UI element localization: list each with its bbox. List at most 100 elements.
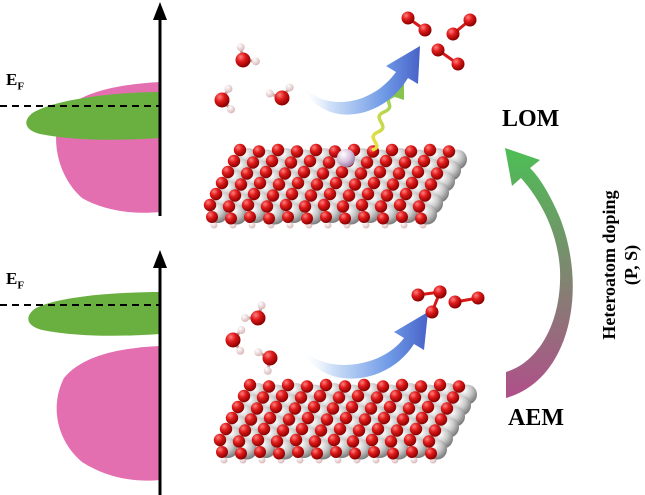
oxygen-atom — [244, 211, 256, 223]
oxygen-atom — [209, 187, 223, 201]
oxygen-atom — [422, 435, 436, 448]
oxygen-atom — [272, 178, 286, 191]
oxygen-atom — [251, 433, 265, 447]
hydrogen-atom — [410, 456, 418, 464]
oxygen-atom — [219, 422, 233, 436]
oxygen-atom — [314, 424, 328, 437]
hydrogen-atom — [324, 221, 332, 229]
oxygen-atom — [278, 167, 292, 180]
oxygen-atom — [233, 143, 247, 157]
oxygen-atom — [273, 447, 285, 460]
oxygen-atom — [309, 143, 323, 157]
oxygen-atom — [346, 435, 360, 448]
oxygen-atom — [326, 402, 340, 415]
oxygen-atom — [301, 411, 315, 425]
oxygen-atom — [374, 200, 388, 213]
oxygen-atom — [330, 446, 342, 458]
oxygen-atom — [421, 400, 435, 414]
oxygen-atom — [371, 422, 385, 436]
oxygen-atom — [320, 211, 332, 223]
oxygen-atom — [244, 413, 258, 426]
oxygen-atom — [418, 23, 432, 37]
oxygen-atom — [266, 189, 280, 202]
hydrogen-atom — [224, 84, 233, 93]
oxygen-atom — [339, 212, 351, 225]
aem-label: AEM — [508, 405, 564, 431]
oxygen-atom — [307, 400, 321, 414]
oxygen-atom — [262, 350, 278, 366]
oxygen-atom — [345, 400, 359, 414]
water-molecule — [254, 348, 278, 375]
water-molecule — [241, 301, 266, 326]
fermi-level-label-top: EF — [6, 70, 24, 92]
oxygen-atom — [402, 402, 416, 415]
oxygen-atom — [385, 143, 399, 157]
oxygen-atom — [238, 424, 252, 437]
oxygen-atom — [275, 389, 289, 403]
water-molecule — [235, 43, 260, 68]
doping-label-line2: (P, S) — [621, 244, 641, 286]
oxygen-atom — [281, 378, 295, 392]
oxygen-atom — [389, 389, 403, 403]
oxygen-atom — [376, 380, 390, 393]
hydrogen-atom — [257, 301, 266, 310]
hydrogen-atom — [263, 366, 272, 375]
oxygen-atom — [263, 212, 275, 225]
oxygen-atom — [232, 435, 246, 448]
oxygen-atom — [284, 156, 298, 169]
oxygen-atom — [285, 187, 299, 201]
lom-label: LOM — [502, 106, 560, 132]
oxygen-atom — [452, 380, 466, 393]
oxygen-atom — [320, 413, 334, 426]
dos-panel-top — [0, 2, 167, 216]
oxygen-atom — [222, 200, 236, 213]
oxygen-atom — [401, 11, 415, 25]
oxygen-atom — [323, 187, 337, 201]
oxygen-atom — [377, 212, 389, 225]
hydrogen-atom — [362, 221, 370, 229]
oxygen-atom — [354, 167, 368, 180]
oxygen-atom — [393, 198, 407, 212]
oxygen-atom — [289, 433, 303, 447]
oxygen-atom — [225, 212, 237, 225]
oxygen-atom — [390, 424, 404, 437]
oxygen-atom — [335, 165, 349, 179]
hydrogen-atom — [241, 314, 249, 322]
oxygen-atom — [246, 156, 260, 169]
oxygen-atom — [428, 424, 442, 437]
oxygen-atom — [377, 411, 391, 425]
hydrogen-atom — [286, 221, 294, 229]
o2-molecule — [446, 13, 477, 41]
oxygen-atom — [269, 400, 283, 414]
fermi-label-bottom-main: E — [6, 269, 18, 288]
oxygen-atom — [282, 413, 296, 426]
oxygen-atom — [213, 433, 227, 447]
oxygen-atom — [425, 447, 437, 460]
oxygen-atom — [250, 402, 264, 415]
hydrogen-atom — [251, 57, 260, 66]
oxygen-atom — [434, 413, 448, 426]
oxygen-atom — [270, 435, 284, 448]
hydrogen-atom — [296, 456, 304, 464]
oxygen-atom — [417, 154, 431, 168]
hydrogen-atom — [236, 43, 245, 52]
oxygen-atom — [294, 391, 308, 404]
lattice-oxygen-release-arrowhead — [392, 84, 404, 100]
oxygen-atom — [442, 145, 456, 158]
oxygen-atom — [446, 391, 460, 404]
oxygen-atom — [203, 198, 217, 212]
oxygen-atom — [311, 447, 323, 460]
oxygen-atom — [227, 154, 241, 168]
oxygen-atom — [379, 154, 393, 168]
oxygen-atom — [319, 378, 333, 392]
oxygen-atom — [415, 212, 427, 225]
oxygen-atom — [348, 178, 362, 191]
hydrogen-atom — [400, 221, 408, 229]
oxygen-atom — [298, 200, 312, 213]
catalyst-slab-top — [203, 143, 467, 229]
oxygen-atom — [317, 198, 331, 212]
oxygen-atom — [329, 176, 343, 190]
oxygen-atom — [433, 285, 447, 299]
oxygen-atom — [237, 389, 251, 403]
